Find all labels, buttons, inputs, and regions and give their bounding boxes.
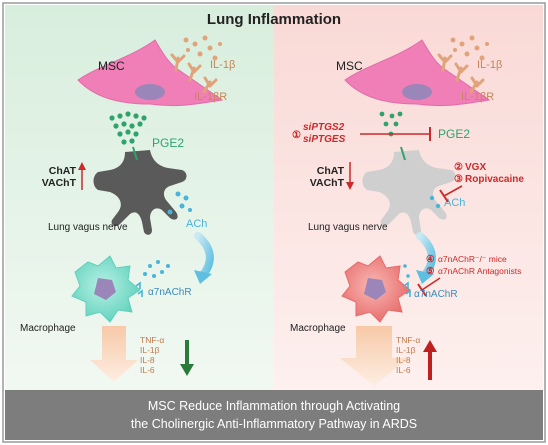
ach-dots-left <box>167 191 192 215</box>
vagus-nerve-left <box>93 150 187 235</box>
nerve-label-right: Lung vagus nerve <box>308 222 388 233</box>
ach-label-right: ACh <box>444 197 465 209</box>
il1br-receptors-right <box>437 53 485 94</box>
receptor-label-left: α7nAChR <box>148 287 192 298</box>
pge2-label-left: PGE2 <box>152 136 184 150</box>
pge2-receptor-right <box>400 146 406 161</box>
siptgs2-label: siPTGS2 <box>303 122 345 133</box>
cytokine-right-3: IL-6 <box>396 365 411 375</box>
ach-flow-arrowhead-right <box>416 270 434 284</box>
macrophage-label-left: Macrophage <box>20 323 76 334</box>
antagonists-label: α7nAChR Antagonists <box>438 266 521 276</box>
cytokine-left-0: TNF-α <box>140 335 164 345</box>
footer-line-2: the Cholinergic Anti-Inflammatory Pathwa… <box>131 417 417 431</box>
msc-label-left: MSC <box>98 59 125 73</box>
step-num-5: ⑤ <box>426 266 435 277</box>
cytokine-left-3: IL-6 <box>140 365 155 375</box>
vagus-nerve-right <box>362 150 456 235</box>
macrophage-label-right: Macrophage <box>290 323 346 334</box>
cytokine-left-2: IL-8 <box>140 355 155 365</box>
ropivacaine-label: Ropivacaine <box>465 174 524 185</box>
il1b-label-left: IL-1β <box>210 59 235 71</box>
down-arrow-small-right <box>346 162 354 190</box>
nerve-label-left: Lung vagus nerve <box>48 222 128 233</box>
ach-label-left: ACh <box>186 218 207 230</box>
down-arrow-green <box>180 340 194 376</box>
macrophage-nucleus-left <box>94 278 116 300</box>
inhibit-bar-3 <box>417 277 441 297</box>
pge2-dots-left <box>109 111 147 145</box>
ach-dots-lower-left <box>143 260 170 278</box>
receptor-label-right: α7nAChR <box>414 289 458 300</box>
step-num-4: ④ <box>426 254 435 265</box>
pge2-label-right: PGE2 <box>438 127 470 141</box>
il1br-receptors-left <box>170 53 218 94</box>
footer-line-1: MSC Reduce Inflammation through Activati… <box>148 399 400 413</box>
il1br-label-right: IL-1βR <box>461 91 494 103</box>
ach-dots-right <box>429 195 441 209</box>
up-arrow-red <box>423 340 437 380</box>
chat-label-left: ChAT <box>49 165 77 177</box>
vacht-label-right: VAChT <box>310 177 345 189</box>
ach-flow-arrowhead-left <box>194 270 212 284</box>
title: Lung Inflammation <box>207 11 341 28</box>
il1br-label-left: IL-1βR <box>194 91 227 103</box>
mice-label: α7nAChR⁻/⁻ mice <box>438 254 507 264</box>
il1b-dots-right <box>450 35 489 61</box>
macrophage-nucleus-right <box>364 278 386 300</box>
cytokine-right-1: IL-1β <box>396 345 416 355</box>
inhibit-bar-2 <box>439 185 463 203</box>
receptor-glyph-left <box>135 281 143 297</box>
cytokine-left-1: IL-1β <box>140 345 160 355</box>
inhibit-bar-1 <box>360 127 431 141</box>
msc-label-right: MSC <box>336 59 363 73</box>
vacht-label-left: VAChT <box>42 177 77 189</box>
cytokine-output-arrow-right <box>340 326 408 386</box>
up-arrow-small-left <box>78 162 86 190</box>
pge2-receptor-left <box>132 146 138 161</box>
siptges-label: siPTGES <box>303 134 346 145</box>
cytokine-list-right: TNF-α IL-1β IL-8 IL-6 <box>396 335 420 375</box>
cytokine-list-left: TNF-α IL-1β IL-8 IL-6 <box>140 335 164 375</box>
step-num-1: ① <box>292 130 301 141</box>
cytokine-output-arrow-left <box>90 326 138 382</box>
msc-nucleus-right <box>402 84 432 100</box>
cytokine-right-2: IL-8 <box>396 355 411 365</box>
pge2-dots-right <box>379 111 403 137</box>
msc-cell-right <box>344 39 491 107</box>
vgx-label: VGX <box>465 162 486 173</box>
footer-banner <box>5 390 543 440</box>
cytokine-right-0: TNF-α <box>396 335 420 345</box>
msc-cell-left <box>77 39 224 107</box>
step-num-3: ③ <box>454 174 463 185</box>
chat-label-right: ChAT <box>317 165 345 177</box>
il1b-dots-left <box>183 35 222 61</box>
msc-nucleus-left <box>135 84 165 100</box>
step-num-2: ② <box>454 162 463 173</box>
il1b-label-right: IL-1β <box>477 59 502 71</box>
receptor-glyph-right <box>403 281 411 297</box>
